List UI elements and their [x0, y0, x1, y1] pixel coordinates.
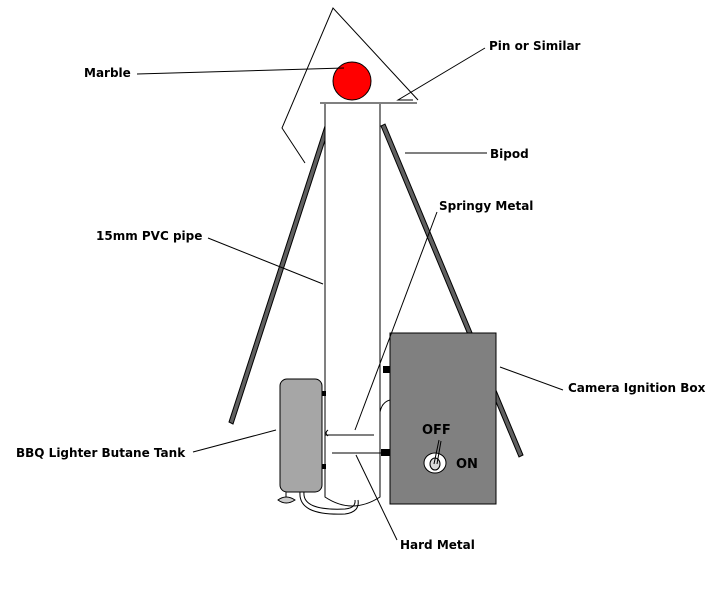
butane-hose	[299, 491, 359, 515]
leader-pin	[396, 47, 486, 101]
butane-hose-inner	[303, 491, 356, 510]
springy-metal-wire	[379, 399, 391, 435]
pvc-pipe	[324, 104, 381, 507]
leader-springy-metal	[354, 211, 438, 431]
switch-on-label: ON	[456, 457, 478, 472]
label-hard-metal: Hard Metal	[400, 538, 475, 552]
switch-off-label: OFF	[422, 423, 451, 438]
label-pvc-pipe: 15mm PVC pipe	[96, 229, 202, 243]
tank-clip-bottom	[322, 464, 326, 469]
springy-metal-hook	[325, 429, 329, 437]
bipod-frame-outline	[281, 7, 419, 164]
butane-tank-nozzle	[277, 496, 296, 504]
label-bipod: Bipod	[490, 147, 529, 161]
label-springy-metal: Springy Metal	[439, 199, 533, 213]
label-pin: Pin or Similar	[489, 39, 581, 53]
leader-camera-box	[499, 366, 564, 391]
label-marble: Marble	[84, 66, 131, 80]
leader-pvc-pipe	[207, 237, 324, 285]
power-switch-lever	[433, 439, 440, 465]
butane-tank	[279, 378, 323, 493]
camera-ignition-box	[389, 332, 497, 505]
marble	[332, 61, 372, 101]
box-terminal-top	[383, 366, 390, 373]
leader-butane-tank	[192, 429, 277, 453]
label-butane-tank: BBQ Lighter Butane Tank	[16, 446, 186, 460]
label-camera-box: Camera Ignition Box	[568, 381, 706, 395]
power-switch-lever-2	[436, 440, 442, 465]
leader-marble	[136, 67, 345, 75]
leader-hard-metal	[355, 454, 398, 541]
box-terminal-bottom	[381, 449, 390, 456]
tank-clip-top	[322, 391, 326, 396]
